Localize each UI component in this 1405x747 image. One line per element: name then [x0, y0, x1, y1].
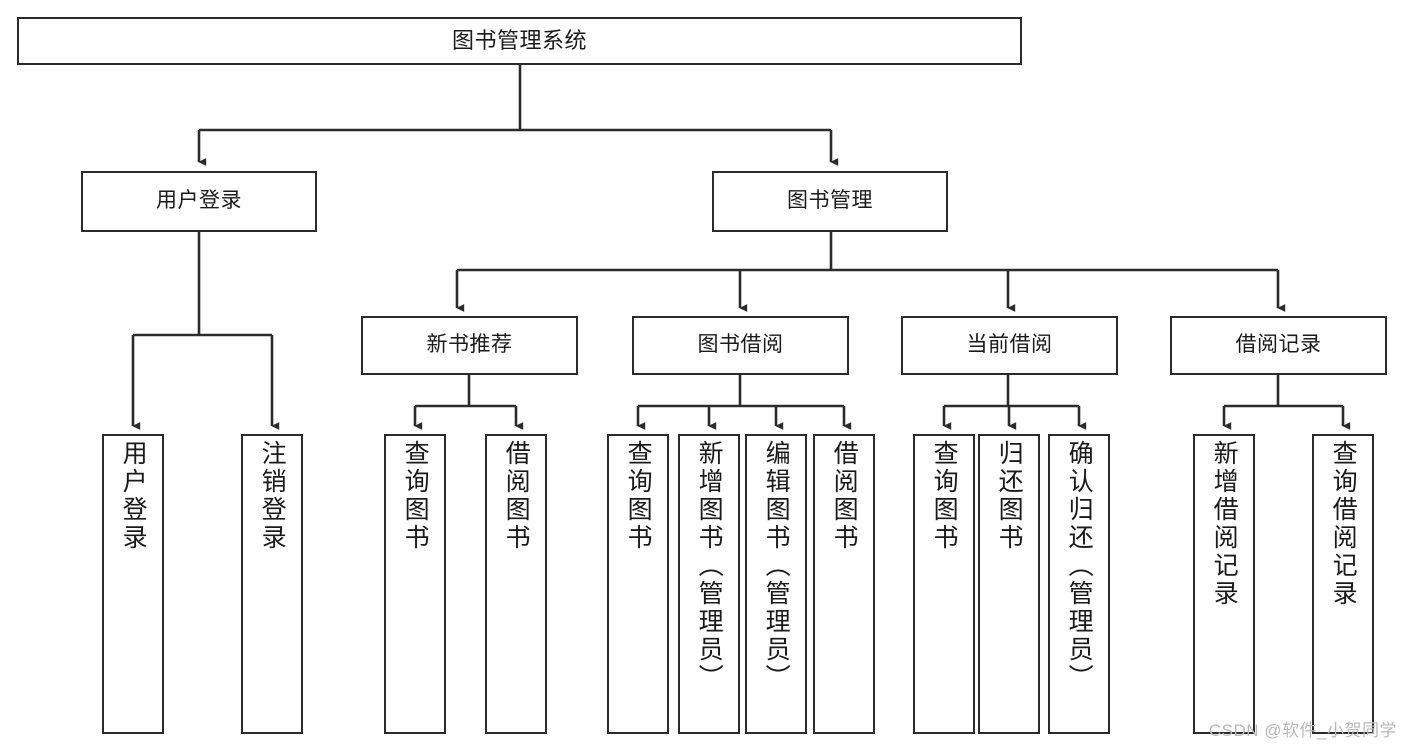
node-leaf-logout[interactable]: 注销登录	[241, 434, 303, 734]
node-leaf-borrow-book[interactable]: 借阅图书	[813, 434, 875, 734]
node-label: 查询借阅记录	[1329, 440, 1358, 608]
watermark-text: CSDN @软件_小贺同学	[1208, 721, 1397, 740]
node-label: 图书管理	[787, 189, 873, 213]
node-label: 图书管理系统	[451, 27, 587, 53]
node-label: 借阅图书	[502, 440, 531, 552]
node-borrow-records[interactable]: 借阅记录	[1170, 316, 1387, 375]
node-label: 归还图书	[995, 440, 1024, 552]
node-label: 用户登录	[156, 189, 242, 213]
node-label: 新书推荐	[426, 333, 513, 357]
node-label: 新增借阅记录	[1210, 440, 1239, 608]
node-label: 注销登录	[258, 440, 287, 552]
node-label: 编辑图书（管理员）	[762, 440, 791, 692]
node-label: 借阅记录	[1235, 333, 1322, 357]
node-label: 查询图书	[624, 440, 653, 552]
node-new-book-recommend[interactable]: 新书推荐	[361, 316, 578, 375]
node-leaf-add-book-admin[interactable]: 新增图书（管理员）	[678, 434, 740, 734]
node-root-system[interactable]: 图书管理系统	[17, 17, 1022, 65]
node-leaf-add-borrow-record[interactable]: 新增借阅记录	[1193, 434, 1255, 734]
node-user-login[interactable]: 用户登录	[81, 171, 317, 232]
node-label: 当前借阅	[966, 333, 1053, 357]
node-label: 借阅图书	[830, 440, 859, 552]
node-label: 查询图书	[401, 440, 430, 552]
node-leaf-query-borrow-record[interactable]: 查询借阅记录	[1312, 434, 1374, 734]
node-leaf-query-book-newbook[interactable]: 查询图书	[384, 434, 446, 734]
node-label: 查询图书	[930, 440, 959, 552]
node-leaf-confirm-return-admin[interactable]: 确认归还（管理员）	[1048, 434, 1110, 734]
node-label: 新增图书（管理员）	[695, 440, 724, 692]
node-leaf-query-book-borrow[interactable]: 查询图书	[607, 434, 669, 734]
node-current-borrow[interactable]: 当前借阅	[901, 316, 1118, 375]
node-label: 用户登录	[119, 440, 148, 552]
node-label: 确认归还（管理员）	[1065, 440, 1094, 692]
node-leaf-user-login[interactable]: 用户登录	[102, 434, 164, 734]
node-leaf-edit-book-admin[interactable]: 编辑图书（管理员）	[745, 434, 807, 734]
node-book-borrow[interactable]: 图书借阅	[632, 316, 849, 375]
node-leaf-borrow-book-newbook[interactable]: 借阅图书	[485, 434, 547, 734]
node-label: 图书借阅	[697, 333, 784, 357]
node-book-management[interactable]: 图书管理	[712, 171, 948, 232]
node-leaf-return-book[interactable]: 归还图书	[978, 434, 1040, 734]
node-leaf-query-book-current[interactable]: 查询图书	[913, 434, 975, 734]
